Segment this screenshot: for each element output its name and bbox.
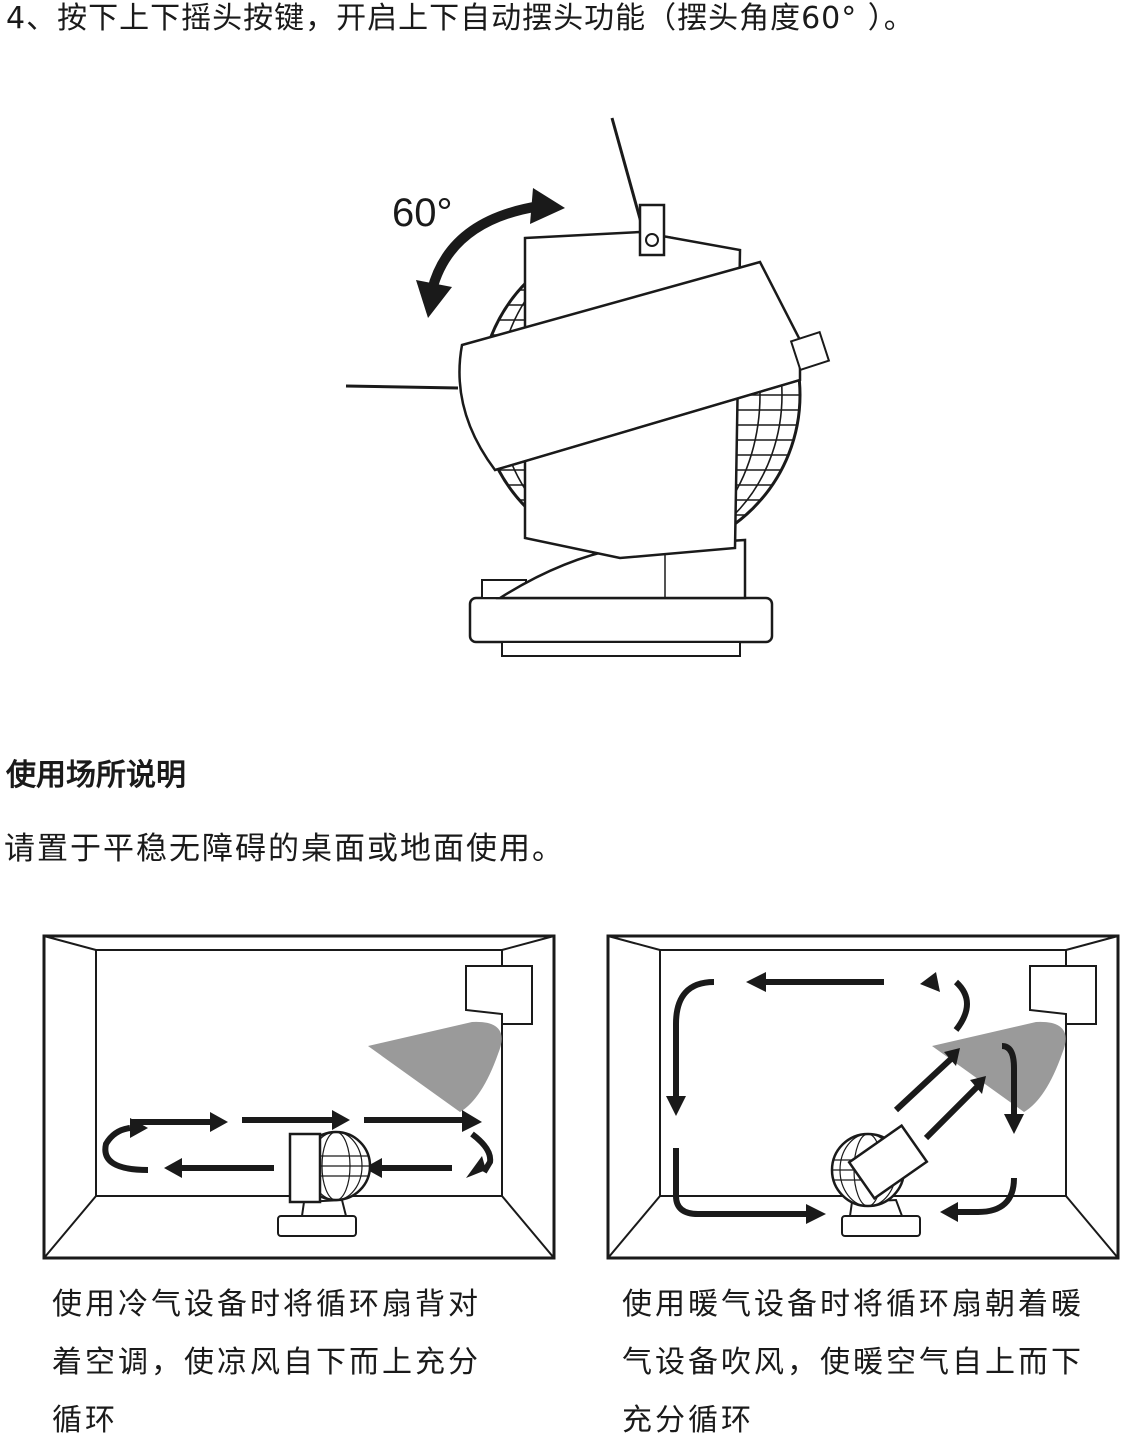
fan-tilt-illustration: 60° <box>345 117 831 657</box>
cooling-room-diagram <box>42 934 556 1260</box>
air-conditioner-icon <box>465 965 533 1025</box>
cooling-caption: 使用冷气设备时将循环扇背对 着空调，使凉风自下而上充分 循环 <box>52 1276 481 1450</box>
caption-line: 气设备吹风，使暖空气自上而下 <box>622 1345 1084 1380</box>
heater-unit-icon <box>1029 965 1097 1025</box>
caption-line: 充分循环 <box>622 1403 754 1438</box>
circulator-fan-icon <box>277 1130 372 1237</box>
caption-line: 使用冷气设备时将循环扇背对 <box>52 1287 481 1322</box>
caption-line: 着空调，使凉风自下而上充分 <box>52 1345 481 1380</box>
section-title: 使用场所说明 <box>6 758 186 793</box>
circulator-fan-icon <box>830 1123 929 1237</box>
angle-label: 60° <box>392 191 453 235</box>
heating-caption: 使用暖气设备时将循环扇朝着暖 气设备吹风，使暖空气自上而下 充分循环 <box>622 1276 1084 1450</box>
caption-line: 使用暖气设备时将循环扇朝着暖 <box>622 1287 1084 1322</box>
step-4-instruction: 4、按下上下摇头按键，开启上下自动摆头功能（摆头角度60° ）。 <box>6 1 915 36</box>
heating-room-diagram <box>606 934 1120 1260</box>
usage-instruction: 请置于平稳无障碍的桌面或地面使用。 <box>4 831 565 867</box>
caption-line: 循环 <box>52 1403 118 1438</box>
